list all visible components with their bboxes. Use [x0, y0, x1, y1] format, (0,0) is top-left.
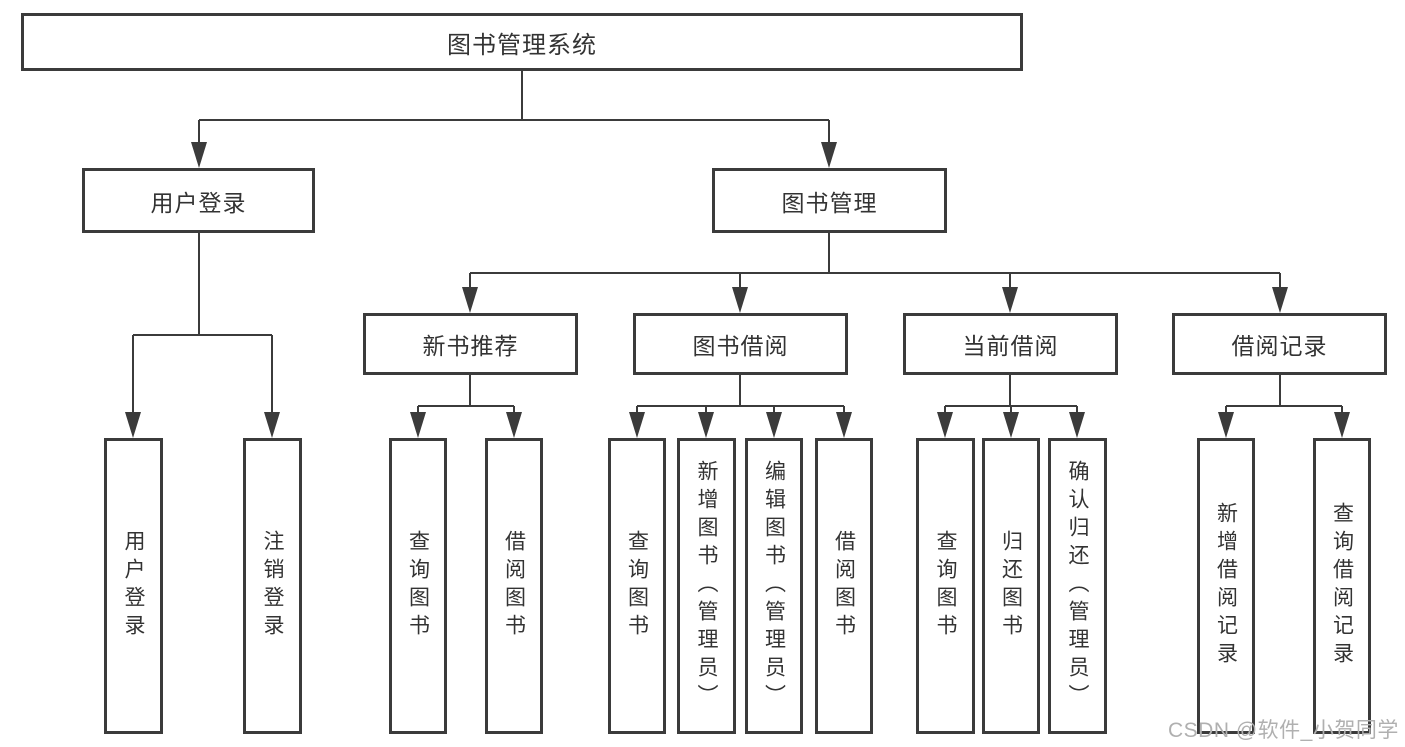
node-label: 图书借阅	[692, 333, 789, 359]
node-label: 用户登录	[150, 189, 247, 216]
leaf-label: 编辑图书（管理员）	[762, 460, 786, 712]
node-new-book-recommendation: 新书推荐	[363, 313, 578, 375]
leaf-label: 注销登录	[261, 530, 284, 642]
node-book-management: 图书管理	[712, 168, 947, 233]
leaf-label: 查询图书	[625, 530, 649, 642]
node-label: 图书管理	[781, 189, 878, 216]
leaf-query-books-borrow: 查询图书	[608, 438, 666, 734]
node-borrowing-records: 借阅记录	[1172, 313, 1387, 375]
csdn-watermark: CSDN @软件_小贺同学	[1168, 719, 1399, 742]
node-label: 借阅记录	[1231, 333, 1328, 359]
leaf-logout: 注销登录	[243, 438, 302, 734]
leaf-edit-books-admin: 编辑图书（管理员）	[745, 438, 803, 734]
leaf-query-books-recommend: 查询图书	[389, 438, 447, 734]
node-library-management-system: 图书管理系统	[21, 13, 1023, 71]
leaf-label: 归还图书	[999, 530, 1023, 642]
leaf-label: 查询图书	[406, 530, 430, 642]
leaf-label: 新增图书（管理员）	[695, 460, 718, 712]
connector-root-to-level2	[198, 71, 830, 146]
leaf-add-borrow-record: 新增借阅记录	[1197, 438, 1255, 734]
leaf-label: 确认归还（管理员）	[1066, 460, 1089, 712]
connector-userlogin-to-leaves	[132, 233, 273, 414]
connector-bookmgmt-to-level3	[469, 233, 1281, 291]
leaf-query-borrow-record: 查询借阅记录	[1313, 438, 1371, 734]
connector-currentborrow-to-leaves	[944, 375, 1078, 415]
leaf-label: 查询图书	[934, 530, 957, 642]
node-label: 当前借阅	[962, 333, 1059, 359]
connector-bookborrow-to-leaves	[636, 375, 845, 415]
connector-newbook-to-leaves	[417, 375, 515, 415]
leaf-label: 查询借阅记录	[1330, 502, 1354, 670]
leaf-borrow-books: 借阅图书	[815, 438, 873, 734]
leaf-label: 新增借阅记录	[1214, 502, 1238, 670]
leaf-return-books: 归还图书	[982, 438, 1040, 734]
node-current-borrowing: 当前借阅	[903, 313, 1118, 375]
leaf-confirm-return-admin: 确认归还（管理员）	[1048, 438, 1107, 734]
node-book-borrowing: 图书借阅	[633, 313, 848, 375]
leaf-borrow-books-recommend: 借阅图书	[485, 438, 543, 734]
leaf-query-books-current: 查询图书	[916, 438, 975, 734]
leaf-add-books-admin: 新增图书（管理员）	[677, 438, 736, 734]
node-label: 图书管理系统	[447, 31, 597, 59]
node-user-login: 用户登录	[82, 168, 315, 233]
leaf-user-login: 用户登录	[104, 438, 163, 734]
leaf-label: 借阅图书	[502, 530, 526, 642]
node-label: 新书推荐	[422, 333, 519, 359]
connector-borrowrecords-to-leaves	[1225, 375, 1343, 415]
leaf-label: 用户登录	[122, 530, 145, 642]
arrowheads	[125, 142, 1350, 438]
leaf-label: 借阅图书	[832, 530, 856, 642]
